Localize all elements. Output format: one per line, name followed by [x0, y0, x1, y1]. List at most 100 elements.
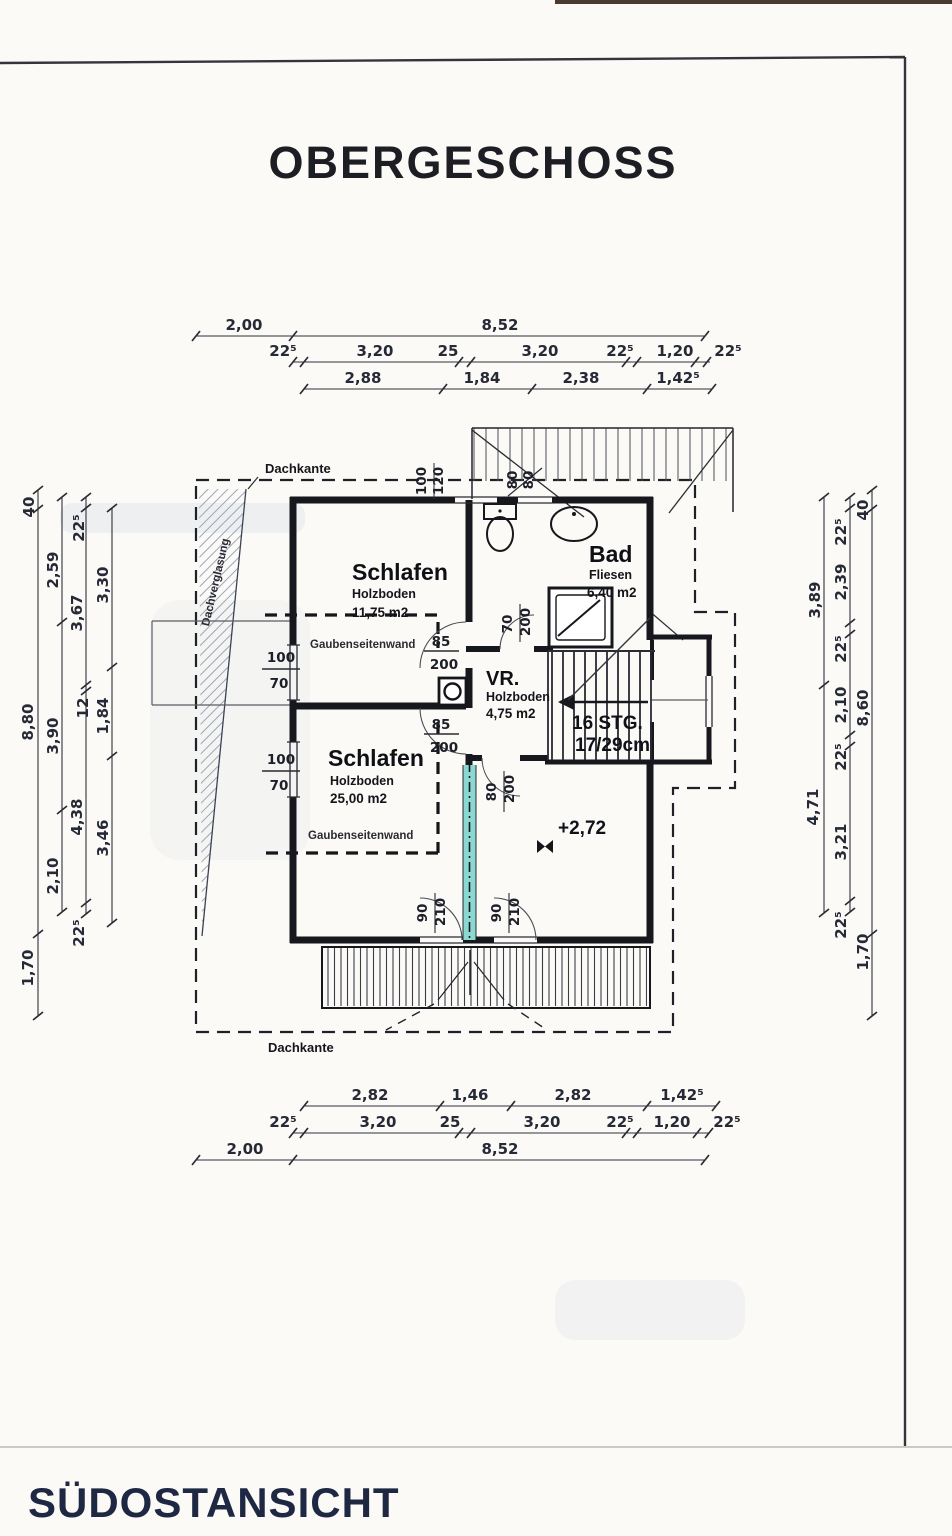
dim-label: 3,20	[356, 342, 393, 360]
shower-diagonal	[557, 599, 601, 637]
dims-left: 40 8,80 1,70 2,59 3,90 2,10 22⁵ 3,67 12 …	[19, 485, 118, 1021]
balcony-valley-dashes	[385, 1003, 545, 1031]
teal-wall-edges	[462, 765, 477, 940]
drawing-frame	[0, 55, 952, 1448]
dim-label: 22⁵	[606, 342, 633, 360]
dim-ticks	[191, 1154, 710, 1166]
level-marker: +2,72	[537, 818, 606, 853]
door-arc-zimmer	[481, 757, 521, 797]
washbasin	[550, 506, 598, 542]
door-s1-w: 85	[432, 634, 451, 650]
dim-label: 2,59	[44, 551, 62, 588]
dim-label: 40	[854, 500, 872, 521]
dim-label: 1,46	[451, 1086, 488, 1104]
dim-label: 2,00	[226, 1140, 263, 1158]
stair-direction-line	[567, 617, 651, 701]
doors	[419, 614, 537, 941]
dims-bottom: 2,82 1,46 2,82 1,42⁵ 22⁵ 3,20 25 3,20 22…	[191, 1086, 741, 1166]
win-left2-w: 100	[267, 752, 295, 768]
dim-label: 1,20	[653, 1113, 690, 1131]
room-labels: Schlafen Holzboden 11,75 m2 Bad Fliesen …	[328, 541, 637, 806]
opening-dims: 100 120 80 80 85 200 85 200 70 200 80 20…	[262, 463, 537, 933]
exterior-walls	[289, 496, 654, 944]
dim-ticks	[106, 503, 118, 928]
door-s1-h: 200	[430, 657, 458, 673]
room-name-vr: VR.	[486, 668, 519, 690]
door-arc-bad	[499, 614, 535, 650]
room-name-bad: Bad	[589, 541, 632, 567]
door-s2-h: 200	[430, 740, 458, 756]
dim-ticks	[288, 356, 712, 368]
level-bowtie-right	[545, 840, 553, 853]
glazing-hatch	[199, 489, 246, 936]
dim-label: 1,84	[463, 369, 500, 387]
dim-ticks	[299, 383, 717, 395]
win-top1-h: 120	[431, 467, 447, 495]
door-zimmer-w: 80	[484, 783, 500, 802]
dachverglasung: Dachverglasung	[199, 488, 247, 937]
dim-label: 1,70	[19, 949, 37, 986]
frame-top-line	[0, 55, 906, 65]
dim-label: 12	[74, 698, 92, 719]
dim-label: 4,38	[68, 798, 86, 835]
scan-edge-top	[555, 0, 952, 4]
dim-label: 25	[440, 1113, 461, 1131]
dim-ticks	[818, 492, 830, 918]
dim-label: 3,21	[832, 823, 850, 860]
stair-stepsize-label: 17/29cm	[575, 735, 650, 756]
door-bad-h: 200	[518, 608, 534, 636]
dachkante-label-top: Dachkante	[265, 461, 331, 476]
dim-label: 3,20	[359, 1113, 396, 1131]
dim-label: 8,80	[19, 703, 37, 740]
room-floor-schlafen2: Holzboden	[330, 774, 394, 788]
dim-label: 22⁵	[714, 342, 741, 360]
door-arc-schlafen2	[419, 707, 467, 755]
dim-ticks	[56, 492, 68, 917]
interior-walls	[466, 646, 553, 761]
dim-label: 8,52	[481, 316, 518, 334]
door-arc-balkon1	[419, 897, 463, 941]
dim-label: 1,84	[94, 697, 112, 734]
dim-label: 2,82	[351, 1086, 388, 1104]
dim-label: 3,30	[94, 566, 112, 603]
dim-label: 22⁵	[832, 743, 850, 770]
balcony	[321, 946, 651, 1031]
dim-label: 2,00	[225, 316, 262, 334]
dim-ticks	[32, 485, 44, 1021]
windows	[287, 496, 713, 944]
door-arc-schlafen1	[419, 621, 467, 669]
level-value: +2,72	[558, 818, 606, 839]
dim-label: 3,89	[806, 581, 824, 618]
washbasin-tap	[572, 512, 576, 516]
door-balk2-w: 90	[489, 904, 505, 923]
room-name-schlafen2: Schlafen	[328, 745, 424, 771]
dormer-lines	[151, 620, 293, 706]
dim-ticks	[191, 330, 710, 342]
door-balk1-w: 90	[415, 904, 431, 923]
win-left1-h: 70	[270, 676, 289, 692]
stairs: 16 STG. 17/29cm	[547, 617, 708, 760]
dim-label: 25	[438, 342, 459, 360]
dim-label: 1,42⁵	[656, 369, 700, 387]
dim-label: 2,88	[344, 369, 381, 387]
door-balk1-h: 210	[433, 898, 449, 926]
glazing-edge	[201, 488, 247, 937]
room-area-bad: 6,40 m2	[587, 585, 637, 600]
stair-bay-walls	[545, 634, 712, 765]
dim-label: 40	[20, 497, 38, 518]
door-zimmer-h: 200	[502, 775, 518, 803]
dim-label: 22⁵	[606, 1113, 633, 1131]
dim-label: 22⁵	[832, 518, 850, 545]
door-bad-w: 70	[500, 615, 516, 634]
dim-label: 1,70	[854, 933, 872, 970]
stair-steps-label: 16 STG.	[572, 713, 643, 734]
dim-label: 2,10	[44, 857, 62, 894]
win-top1-w: 100	[414, 467, 430, 495]
balcony-valleys	[437, 961, 505, 1001]
section-title: SÜDOSTANSICHT	[28, 1479, 400, 1526]
gaube-label-1: Gaubenseitenwand	[310, 639, 415, 651]
window-lines	[287, 496, 713, 944]
dim-ticks	[844, 492, 856, 917]
balcony-outline	[321, 946, 651, 1009]
